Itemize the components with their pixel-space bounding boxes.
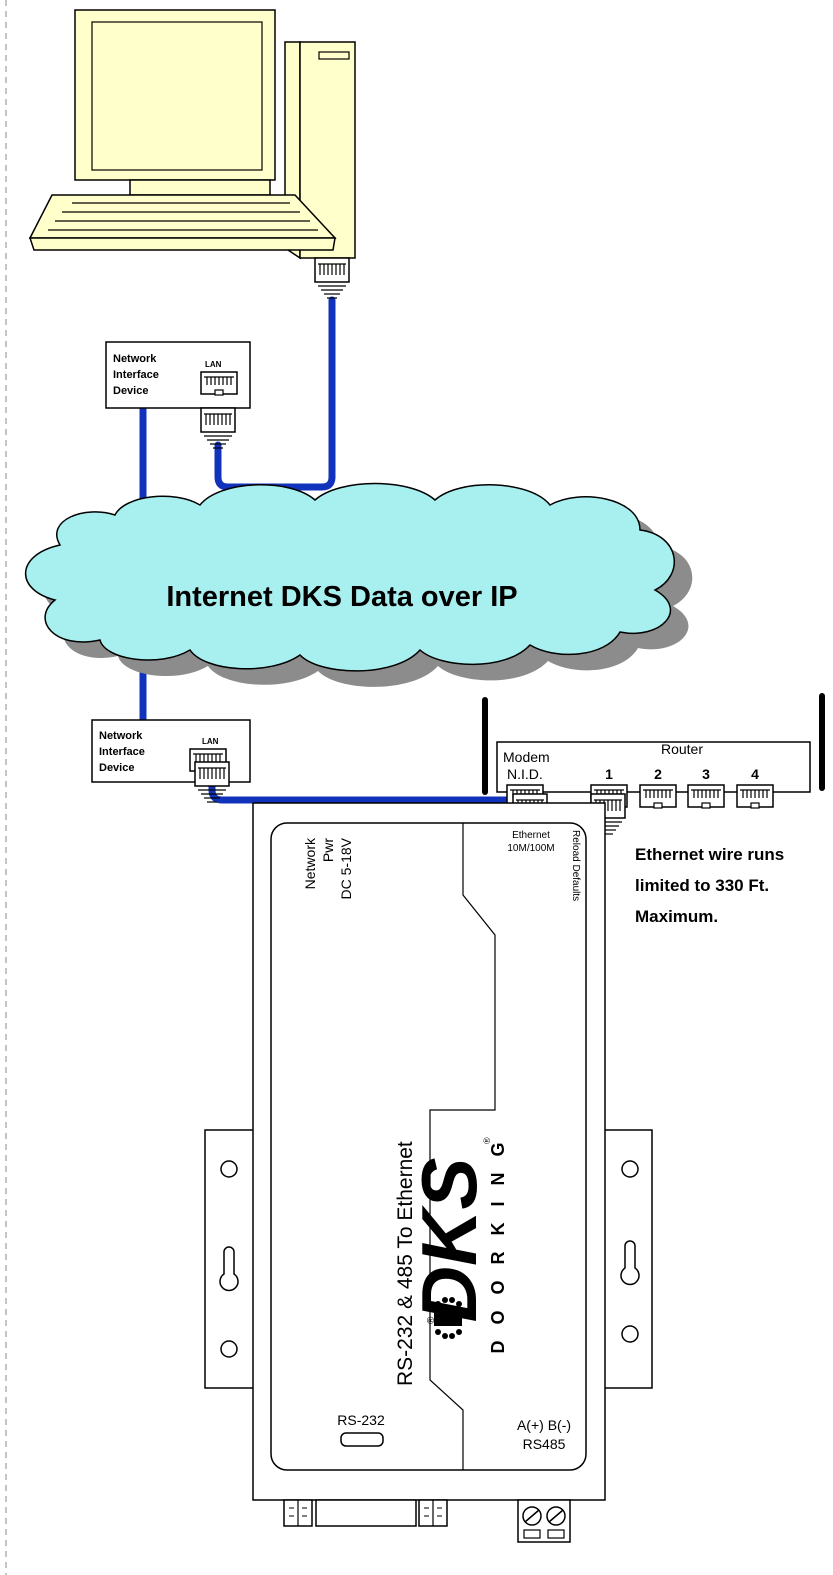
computer-monitor	[74, 9, 276, 196]
note-line2: limited to 330 Ft.	[635, 876, 769, 895]
ethernet-note: Ethernet wire runs limited to 330 Ft. Ma…	[635, 845, 784, 926]
rs485-terminal-block	[517, 1499, 571, 1543]
internet-cloud: Internet DKS Data over IP	[24, 482, 693, 687]
computer	[28, 9, 356, 299]
router-port-4-label: 4	[751, 766, 759, 782]
router-port-1-label: 1	[605, 766, 613, 782]
converter-title: RS-232 & 485 To Ethernet	[394, 1141, 417, 1386]
jack-router-3	[687, 784, 725, 809]
converter-reload-label: Reload Defaults	[570, 830, 581, 901]
brand-registered: ®	[426, 1316, 437, 1324]
nid-bottom-line1: Network	[99, 730, 143, 742]
router-title: Router	[661, 741, 703, 757]
converter-rs485-label: RS485	[523, 1436, 566, 1452]
note-line1: Ethernet wire runs	[635, 845, 784, 864]
db9-port	[340, 1432, 384, 1447]
nid-top-line2: Interface	[113, 369, 159, 381]
converter-dc-label: DC 5-18V	[338, 837, 354, 899]
cloud-body	[24, 482, 675, 672]
nid-bottom-port-label: LAN	[202, 737, 219, 746]
converter-rs232-label: RS-232	[337, 1412, 385, 1428]
jack-router-4	[736, 784, 774, 809]
converter-ethernet-label: Ethernet	[512, 830, 550, 841]
computer-keyboard	[28, 194, 337, 251]
nid-top-line1: Network	[113, 353, 157, 365]
dks-logo: DKS DOORKING ® ®	[405, 1127, 508, 1354]
router-port-3-label: 3	[702, 766, 710, 782]
bottom-connectors	[283, 1499, 448, 1527]
nid-top-line3: Device	[113, 385, 148, 397]
jack-nid-top	[200, 371, 238, 396]
brand-sub: DOORKING	[488, 1127, 508, 1354]
brand-main: DKS	[405, 1158, 493, 1323]
converter-speed-label: 10M/100M	[507, 843, 554, 854]
converter-network-label: Network	[302, 837, 318, 889]
plug-computer	[314, 257, 350, 299]
router: Router Modem N.I.D. 1 2 3 4	[482, 693, 825, 835]
mount-tab-left	[204, 1129, 253, 1389]
converter-rs485-terminals: A(+) B(-)	[517, 1417, 571, 1433]
converter: Network Pwr DC 5-18V RS-232 & 485 To Eth…	[204, 802, 653, 1543]
antenna-left	[482, 697, 488, 795]
cloud-label: Internet DKS Data over IP	[166, 581, 517, 613]
nid-top: Network Interface Device LAN	[105, 341, 251, 449]
router-port-2-label: 2	[654, 766, 662, 782]
router-modem-label: Modem	[503, 749, 550, 765]
crown-icon	[434, 1297, 462, 1339]
nid-bottom-line2: Interface	[99, 746, 145, 758]
router-nid-label: N.I.D.	[507, 766, 543, 782]
nid-top-port-label: LAN	[205, 360, 222, 369]
jack-router-2	[639, 784, 677, 809]
nid-bottom: Network Interface Device LAN	[91, 719, 251, 803]
antenna-right	[819, 693, 825, 791]
mount-tab-right	[605, 1129, 653, 1389]
nid-bottom-line3: Device	[99, 762, 134, 774]
converter-pwr-label: Pwr	[320, 838, 336, 862]
brand-sub-registered: ®	[482, 1137, 492, 1144]
note-line3: Maximum.	[635, 907, 718, 926]
faceplate-divider	[429, 823, 496, 1470]
